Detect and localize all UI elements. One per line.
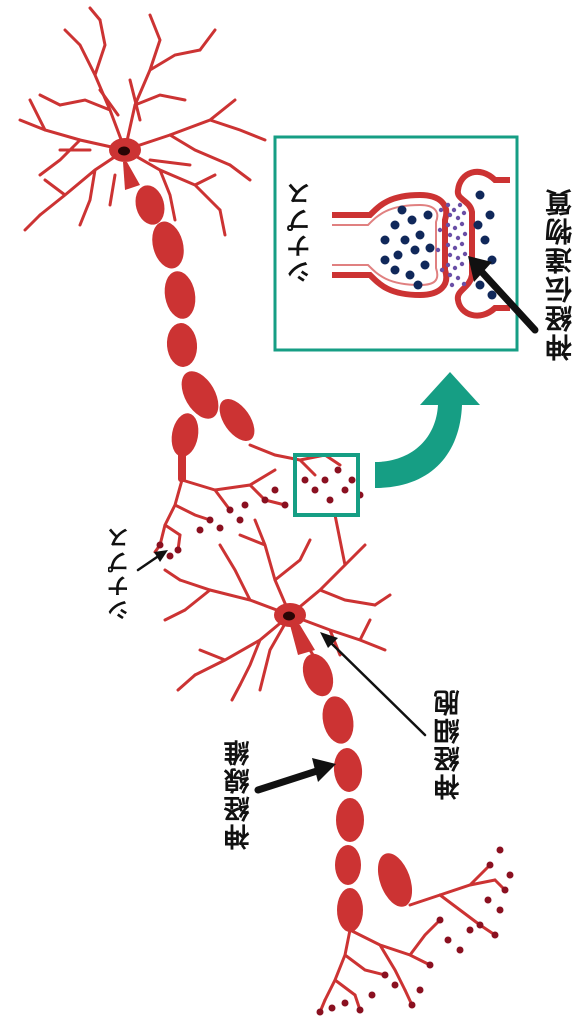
top-neuron-dendrites bbox=[18, 6, 267, 237]
synapse-arrowhead-icon bbox=[154, 550, 168, 562]
lower-nucleus bbox=[283, 611, 295, 621]
neurotransmitter-arrow-line bbox=[476, 266, 539, 334]
nerve-cell-arrowhead-icon bbox=[320, 632, 338, 648]
zoom-arrow-icon bbox=[375, 372, 480, 488]
lower-axon bbox=[290, 625, 413, 932]
neurotransmitter-arrowhead-icon bbox=[468, 256, 492, 282]
top-axon bbox=[123, 162, 255, 482]
neurotransmitter-dots bbox=[435, 202, 468, 288]
top-nucleus bbox=[118, 146, 130, 156]
nerve-fiber-arrowhead-icon bbox=[312, 758, 336, 782]
presynaptic-terminal bbox=[332, 191, 450, 299]
label-synapse: シナプス bbox=[108, 525, 133, 621]
pointer-arrows bbox=[136, 256, 539, 794]
lower-neuron-dendrites bbox=[163, 513, 392, 702]
label-nerve-fiber: 神経線維 bbox=[224, 738, 254, 850]
synapse-arrow-line bbox=[136, 553, 162, 572]
label-synapse-inset: シナプス bbox=[287, 180, 315, 284]
nerve-cell-arrow-line bbox=[328, 640, 427, 737]
label-nerve-cell: 神経細胞 bbox=[434, 688, 464, 800]
label-neurotransmitter: 神経伝達物質 bbox=[546, 187, 577, 361]
synapse-highlight-box bbox=[293, 453, 360, 517]
bottom-terminals bbox=[318, 863, 507, 1014]
neuron-network bbox=[18, 6, 514, 1016]
upper-terminals bbox=[153, 443, 342, 554]
nerve-fiber-arrow-line bbox=[254, 766, 324, 794]
synaptic-vesicles bbox=[380, 190, 497, 300]
terminal-dots bbox=[156, 466, 514, 1016]
